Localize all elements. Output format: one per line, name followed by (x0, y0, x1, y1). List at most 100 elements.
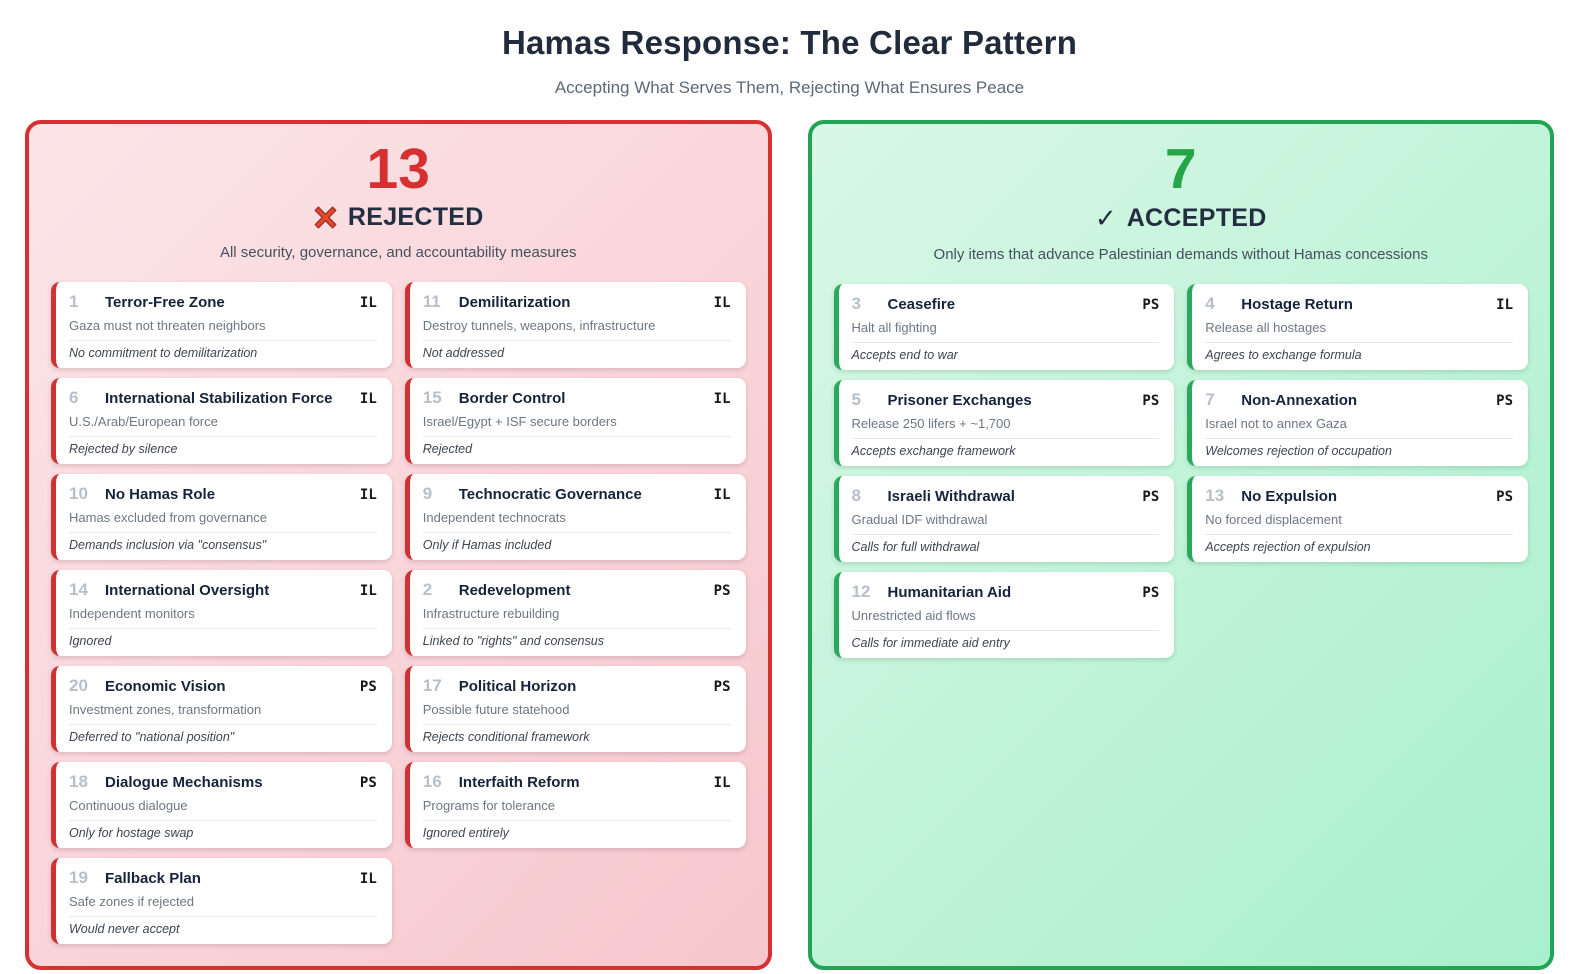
page-header: Hamas Response: The Clear Pattern Accept… (0, 0, 1579, 98)
item-response: Demands inclusion via "consensus" (69, 537, 267, 552)
side-tag: PS (1496, 488, 1513, 505)
item-title: Ceasefire (887, 295, 956, 313)
item-card: 1 Terror-Free Zone IL Gaza must not thre… (51, 281, 392, 368)
item-detail: Hamas excluded from governance (69, 510, 377, 533)
item-card: 11 Demilitarization IL Destroy tunnels, … (404, 281, 746, 368)
side-tag: IL (359, 582, 377, 599)
item-response: Agrees to exchange formula (1205, 347, 1362, 362)
item-title: Demilitarization (458, 293, 571, 311)
page-subtitle: Accepting What Serves Them, Rejecting Wh… (554, 78, 1025, 97)
rejected-description: All security, governance, and accountabi… (219, 243, 577, 261)
item-response: Rejects conditional framework (422, 729, 590, 744)
item-detail: Release 250 lifers + ~1,700 (851, 416, 1160, 439)
accepted-label-row: ✓ ACCEPTED (836, 203, 1527, 234)
item-number: 3 (851, 293, 861, 313)
item-card-header: 5 Prisoner Exchanges PS (852, 390, 1160, 410)
item-number: 13 (1205, 485, 1225, 505)
item-card: 20 Economic Vision PS Investment zones, … (51, 665, 392, 752)
item-detail: Independent monitors (69, 606, 377, 629)
item-response: Not addressed (422, 345, 505, 360)
item-detail: Release all hostages (1205, 320, 1513, 343)
item-number: 15 (422, 387, 442, 407)
item-response: Accepts rejection of expulsion (1205, 539, 1371, 554)
item-number: 10 (69, 483, 88, 503)
item-title: Israeli Withdrawal (887, 487, 1015, 505)
item-title: Economic Vision (105, 677, 226, 695)
side-tag: IL (1496, 296, 1513, 313)
accepted-panel-header: 7 ✓ ACCEPTED Only items that advance Pal… (812, 124, 1551, 267)
item-number: 1 (69, 291, 79, 311)
side-tag: PS (713, 582, 731, 599)
item-response: Only for hostage swap (69, 825, 194, 840)
item-card: 13 No Expulsion PS No forced displacemen… (1187, 475, 1528, 562)
rejected-card-grid: 1 Terror-Free Zone IL Gaza must not thre… (29, 265, 768, 966)
side-tag: PS (1142, 392, 1160, 409)
item-card: 7 Non-Annexation PS Israel not to annex … (1187, 379, 1528, 466)
accepted-count: 7 (1164, 137, 1197, 201)
item-card-header: 15 Border Control IL (423, 388, 731, 408)
accepted-description: Only items that advance Palestinian dema… (933, 245, 1428, 263)
accepted-panel: 7 ✓ ACCEPTED Only items that advance Pal… (807, 120, 1554, 970)
side-tag: IL (359, 870, 377, 887)
item-response: Rejected by silence (69, 441, 178, 456)
item-title: Border Control (458, 389, 566, 407)
rejected-panel-header: 13 REJECTED All security, governance, an… (29, 124, 768, 265)
item-title: Interfaith Reform (458, 773, 580, 791)
side-tag: PS (359, 774, 377, 791)
item-number: 12 (851, 581, 871, 601)
item-detail: Israel/Egypt + ISF secure borders (422, 414, 731, 437)
item-title: Terror-Free Zone (105, 293, 225, 311)
item-detail: Possible future statehood (422, 702, 731, 725)
item-card-header: 4 Hostage Return IL (1205, 294, 1513, 314)
item-card: 15 Border Control IL Israel/Egypt + ISF … (404, 377, 746, 464)
item-number: 6 (69, 387, 79, 407)
side-tag: IL (713, 774, 731, 791)
item-detail: Independent technocrats (422, 510, 731, 533)
item-card-header: 9 Technocratic Governance IL (423, 484, 731, 504)
item-number: 18 (69, 771, 88, 791)
item-title: No Hamas Role (105, 485, 216, 503)
accepted-card-grid: 3 Ceasefire PS Halt all fighting Accepts… (812, 267, 1551, 680)
item-number: 14 (69, 579, 88, 599)
item-card-header: 11 Demilitarization IL (423, 292, 731, 312)
item-card-header: 18 Dialogue Mechanisms PS (69, 772, 377, 792)
check-mark-icon: ✓ (1094, 202, 1117, 233)
item-response: Deferred to "national position" (69, 729, 235, 744)
item-card-header: 19 Fallback Plan IL (69, 868, 377, 888)
side-tag: PS (1142, 584, 1160, 601)
item-title: No Expulsion (1241, 487, 1338, 505)
item-title: Dialogue Mechanisms (105, 773, 263, 791)
item-card-header: 16 Interfaith Reform IL (423, 772, 731, 792)
item-response: Only if Hamas included (422, 537, 552, 552)
item-response: Welcomes rejection of occupation (1205, 443, 1392, 458)
item-title: Humanitarian Aid (887, 583, 1012, 601)
item-response: No commitment to demilitarization (69, 345, 258, 360)
item-number: 17 (422, 675, 442, 695)
item-card-header: 8 Israeli Withdrawal PS (852, 486, 1160, 506)
item-response: Accepts exchange framework (851, 443, 1016, 458)
side-tag: PS (713, 678, 731, 695)
side-tag: PS (1142, 488, 1160, 505)
rejected-panel: 13 REJECTED All security, governance, an… (25, 120, 772, 970)
item-detail: Halt all fighting (851, 320, 1160, 343)
item-card-header: 3 Ceasefire PS (852, 294, 1160, 314)
item-detail: Safe zones if rejected (69, 894, 377, 917)
side-tag: IL (359, 390, 377, 407)
item-detail: Gradual IDF withdrawal (851, 512, 1160, 535)
item-card-header: 13 No Expulsion PS (1205, 486, 1513, 506)
item-response: Ignored entirely (422, 825, 509, 840)
side-tag: PS (1142, 296, 1160, 313)
rejected-count: 13 (366, 137, 430, 201)
rejected-label: REJECTED (347, 202, 484, 231)
comparison-panels: 13 REJECTED All security, governance, an… (0, 120, 1579, 970)
side-tag: IL (713, 486, 731, 503)
item-number: 19 (69, 867, 88, 887)
item-card-header: 6 International Stabilization Force IL (69, 388, 377, 408)
page-title: Hamas Response: The Clear Pattern (501, 24, 1078, 61)
item-detail: U.S./Arab/European force (69, 414, 377, 437)
item-response: Would never accept (69, 921, 180, 936)
item-detail: Investment zones, transformation (69, 702, 377, 725)
item-card-header: 2 Redevelopment PS (423, 580, 731, 600)
side-tag: IL (359, 486, 377, 503)
item-card-header: 17 Political Horizon PS (423, 676, 731, 696)
